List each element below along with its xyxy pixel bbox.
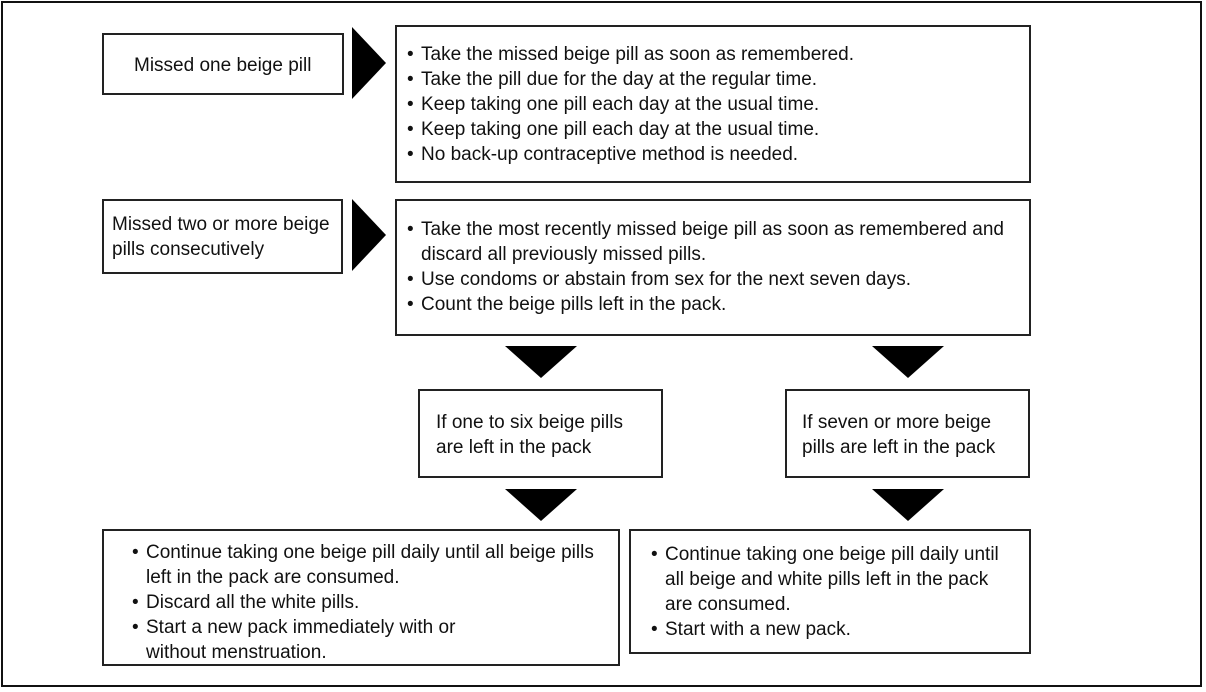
condition-one-to-six-label: If one to six beige pills are left in th… [436,412,623,458]
arrow-down-right-2 [872,489,944,521]
condition-missed-one-label: Missed one beige pill [134,55,312,76]
instruction-item: Continue taking one beige pill daily unt… [651,542,1019,617]
outcome-one-to-six-box: Continue taking one beige pill daily unt… [102,529,620,666]
instruction-item: Continue taking one beige pill daily unt… [132,540,616,590]
instruction-item: Discard all the white pills. [132,590,502,615]
instructions-missed-one-list: Take the missed beige pill as soon as re… [407,42,1021,167]
arrow-right-one [352,27,386,99]
instructions-missed-two-box: Take the most recently missed beige pill… [395,199,1031,336]
instructions-missed-two-list: Take the most recently missed beige pill… [407,217,1023,317]
instruction-item: Use condoms or abstain from sex for the … [407,267,1023,292]
outcome-one-to-six-list: Continue taking one beige pill daily unt… [132,540,594,665]
instruction-item: Keep taking one pill each day at the usu… [407,92,1021,117]
instruction-item: Take the pill due for the day at the reg… [407,67,1021,92]
arrow-down-right-1 [872,346,944,378]
outcome-seven-or-more-box: Continue taking one beige pill daily unt… [629,529,1031,654]
outcome-seven-or-more-list: Continue taking one beige pill daily unt… [651,542,1019,642]
arrow-right-two [352,199,386,271]
instructions-missed-one-box: Take the missed beige pill as soon as re… [395,25,1031,183]
condition-one-to-six-box: If one to six beige pills are left in th… [418,389,663,478]
instruction-item: Count the beige pills left in the pack. [407,292,1023,317]
arrow-down-left-2 [505,489,577,521]
condition-missed-two-box: Missed two or more beige pills consecuti… [102,199,343,274]
instruction-item: Take the missed beige pill as soon as re… [407,42,1021,67]
instruction-item: Take the most recently missed beige pill… [407,217,1023,267]
instruction-item: Start a new pack immediately with or wit… [132,615,502,665]
condition-missed-one-box: Missed one beige pill [102,33,344,95]
condition-missed-two-label: Missed two or more beige pills consecuti… [112,214,330,260]
instruction-item: Start with a new pack. [651,617,1019,642]
condition-seven-or-more-box: If seven or more beige pills are left in… [785,389,1030,478]
instruction-item: No back-up contraceptive method is neede… [407,142,1021,167]
condition-seven-or-more-label: If seven or more beige pills are left in… [802,412,996,458]
instruction-item: Keep taking one pill each day at the usu… [407,117,1021,142]
arrow-down-left-1 [505,346,577,378]
